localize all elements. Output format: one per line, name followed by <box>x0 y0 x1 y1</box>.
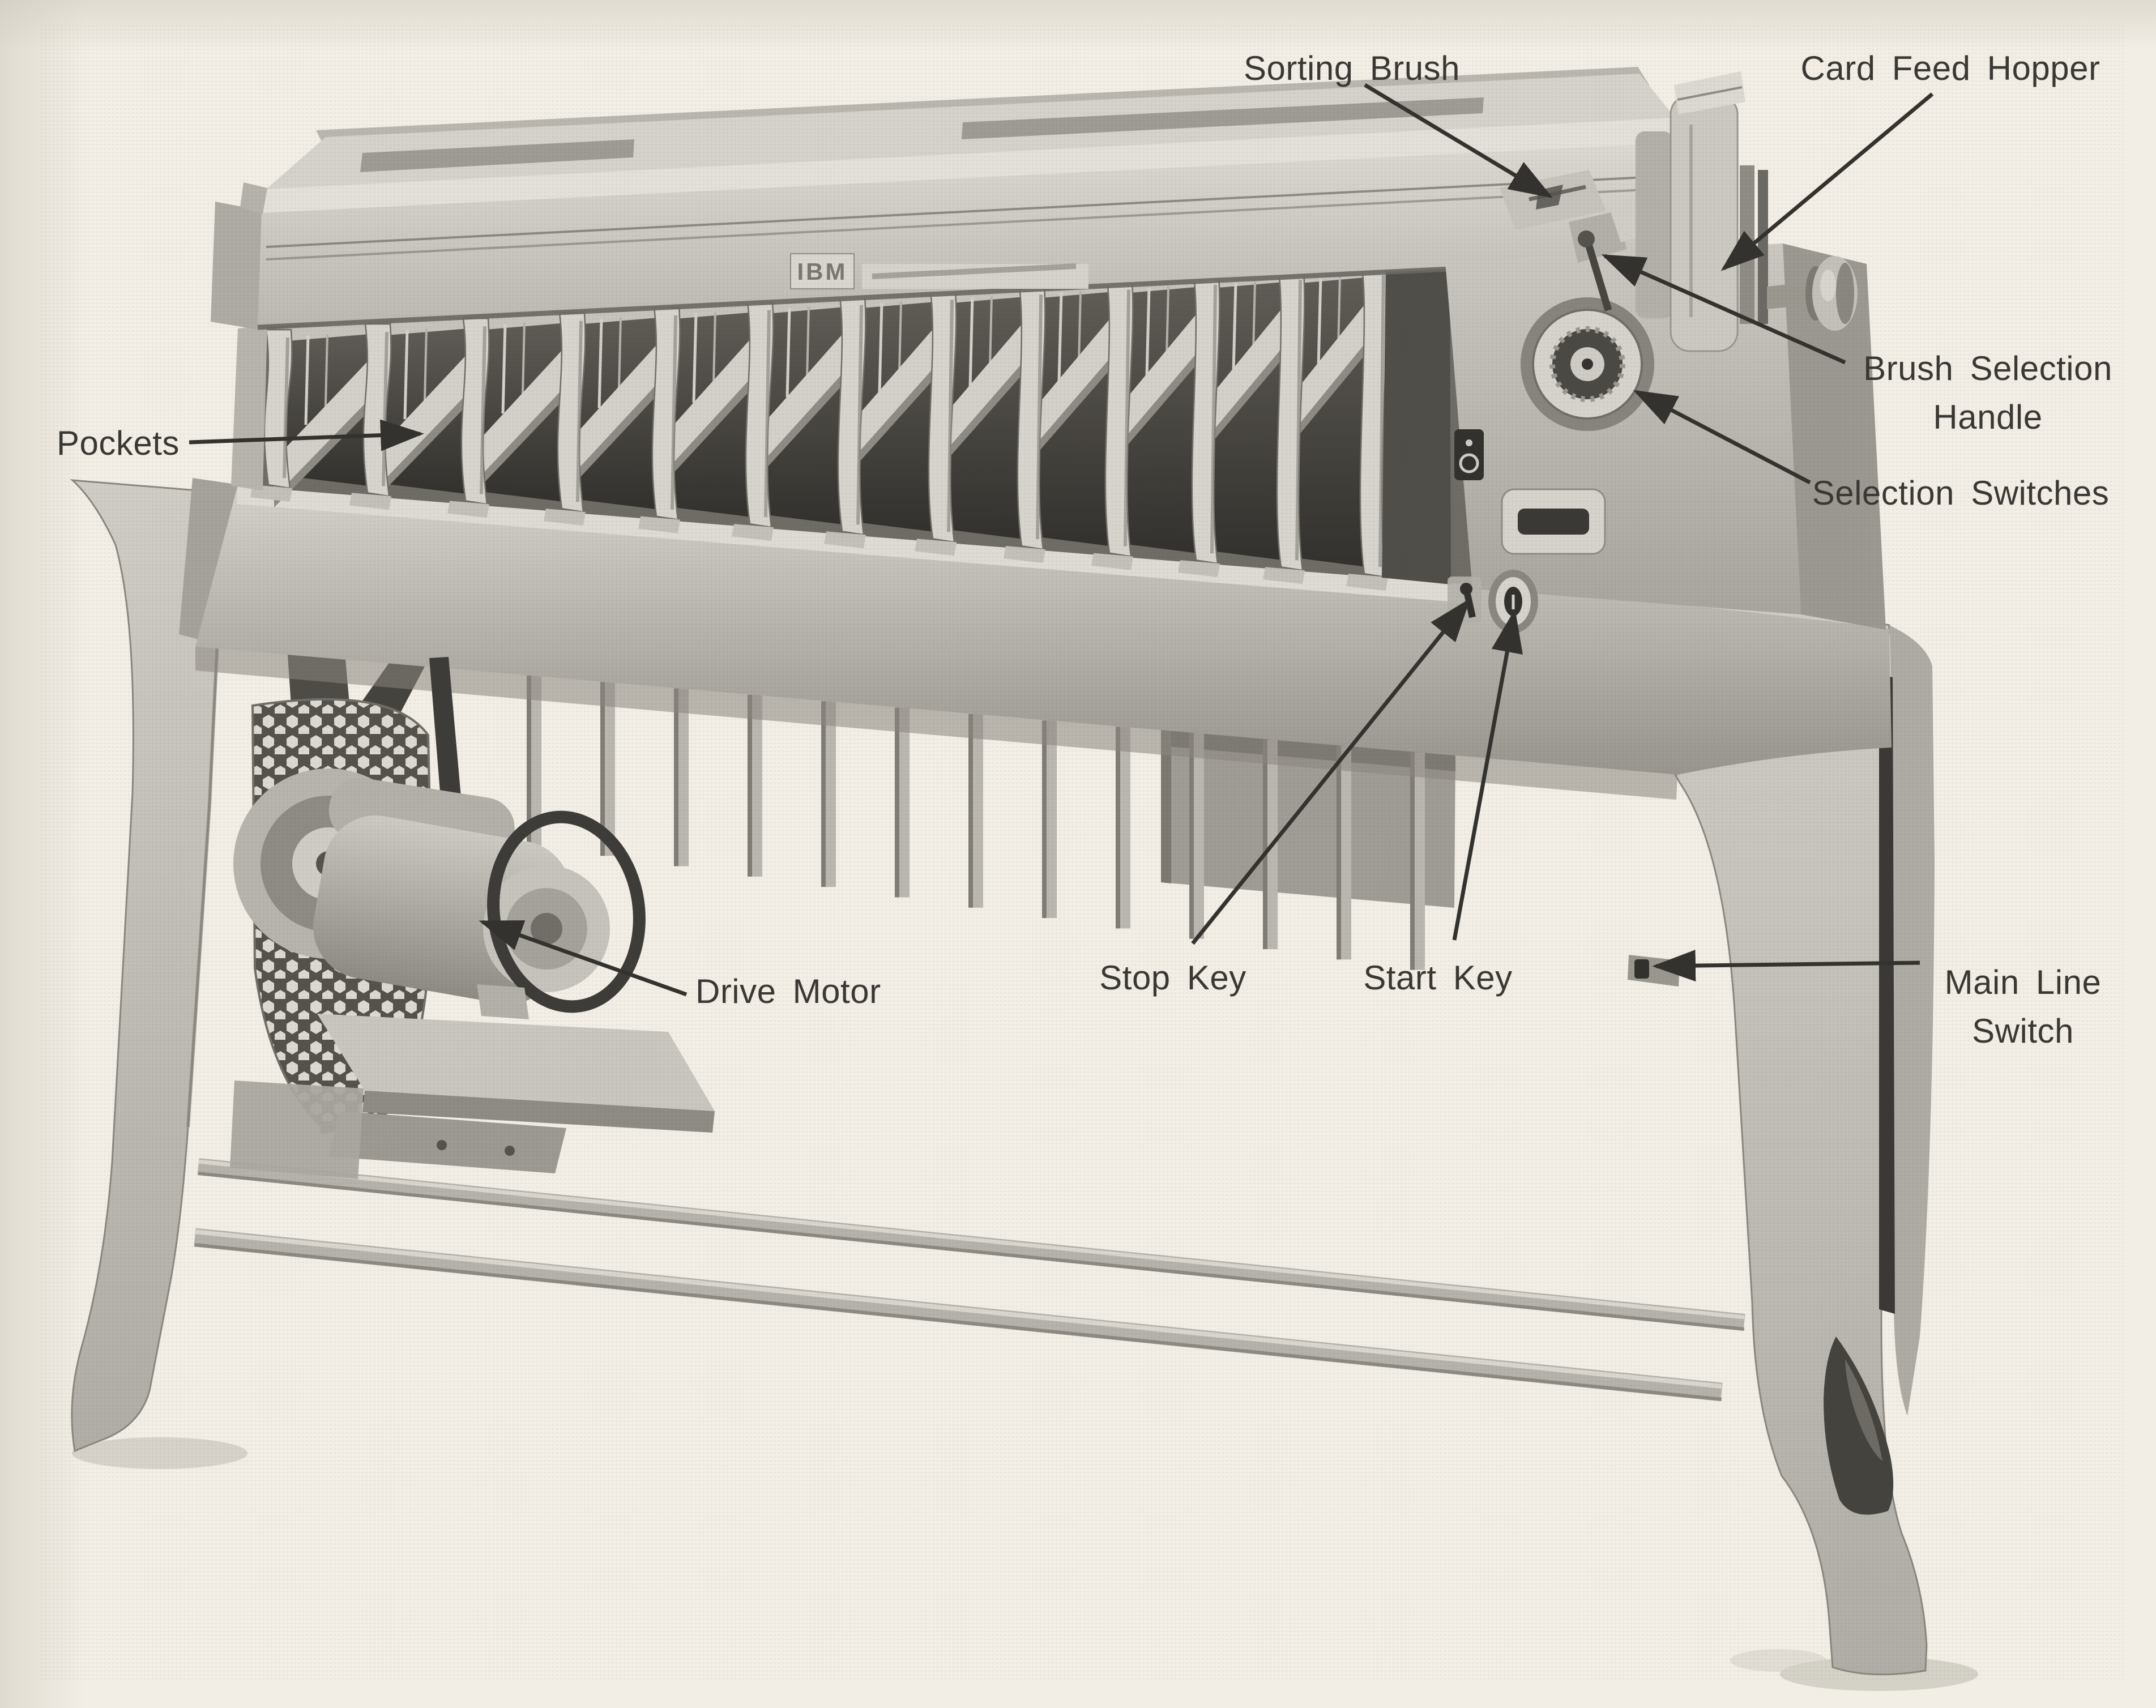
label-text: Drive Motor <box>695 972 881 1010</box>
machine-photo: IBM <box>40 23 2124 1691</box>
label-text: Selection Switches <box>1812 474 2110 512</box>
label-drive-motor: Drive Motor <box>695 967 881 1016</box>
label-text-line1: Brush Selection <box>1863 349 2112 387</box>
label-text: Pockets <box>57 424 180 462</box>
arrow-drive-motor <box>479 920 688 997</box>
arrow-main-line-switch <box>1652 950 1920 982</box>
arrow-card-feed-hopper <box>1720 92 1934 271</box>
label-main-line-switch: Main Line Switch <box>1945 958 2102 1056</box>
label-text-line2: Switch <box>1972 1012 2074 1050</box>
label-text-line2: Handle <box>1933 398 2043 436</box>
label-selection-switches: Selection Switches <box>1812 469 2110 518</box>
halftone-texture <box>40 23 2124 1682</box>
arrow-pockets <box>189 419 424 451</box>
arrow-stop-key <box>1191 598 1471 945</box>
arrow-brush-selection-handle <box>1601 254 1846 365</box>
label-text: Start Key <box>1363 959 1513 997</box>
label-card-feed-hopper: Card Feed Hopper <box>1801 44 2101 93</box>
label-text: Stop Key <box>1099 959 1246 997</box>
label-text-line1: Main Line <box>1944 963 2102 1001</box>
callout-arrows <box>189 83 1934 997</box>
label-sorting-brush: Sorting Brush <box>1244 44 1460 93</box>
arrow-start-key <box>1452 609 1523 941</box>
arrow-selection-switches <box>1633 390 1811 485</box>
label-start-key: Start Key <box>1363 954 1512 1002</box>
label-text: Sorting Brush <box>1243 49 1461 87</box>
arrow-sorting-brush <box>1364 83 1553 198</box>
label-pockets: Pockets <box>57 419 180 468</box>
label-stop-key: Stop Key <box>1099 954 1246 1002</box>
label-text: Card Feed Hopper <box>1800 49 2101 87</box>
label-brush-selection-handle: Brush Selection Handle <box>1863 344 2112 442</box>
